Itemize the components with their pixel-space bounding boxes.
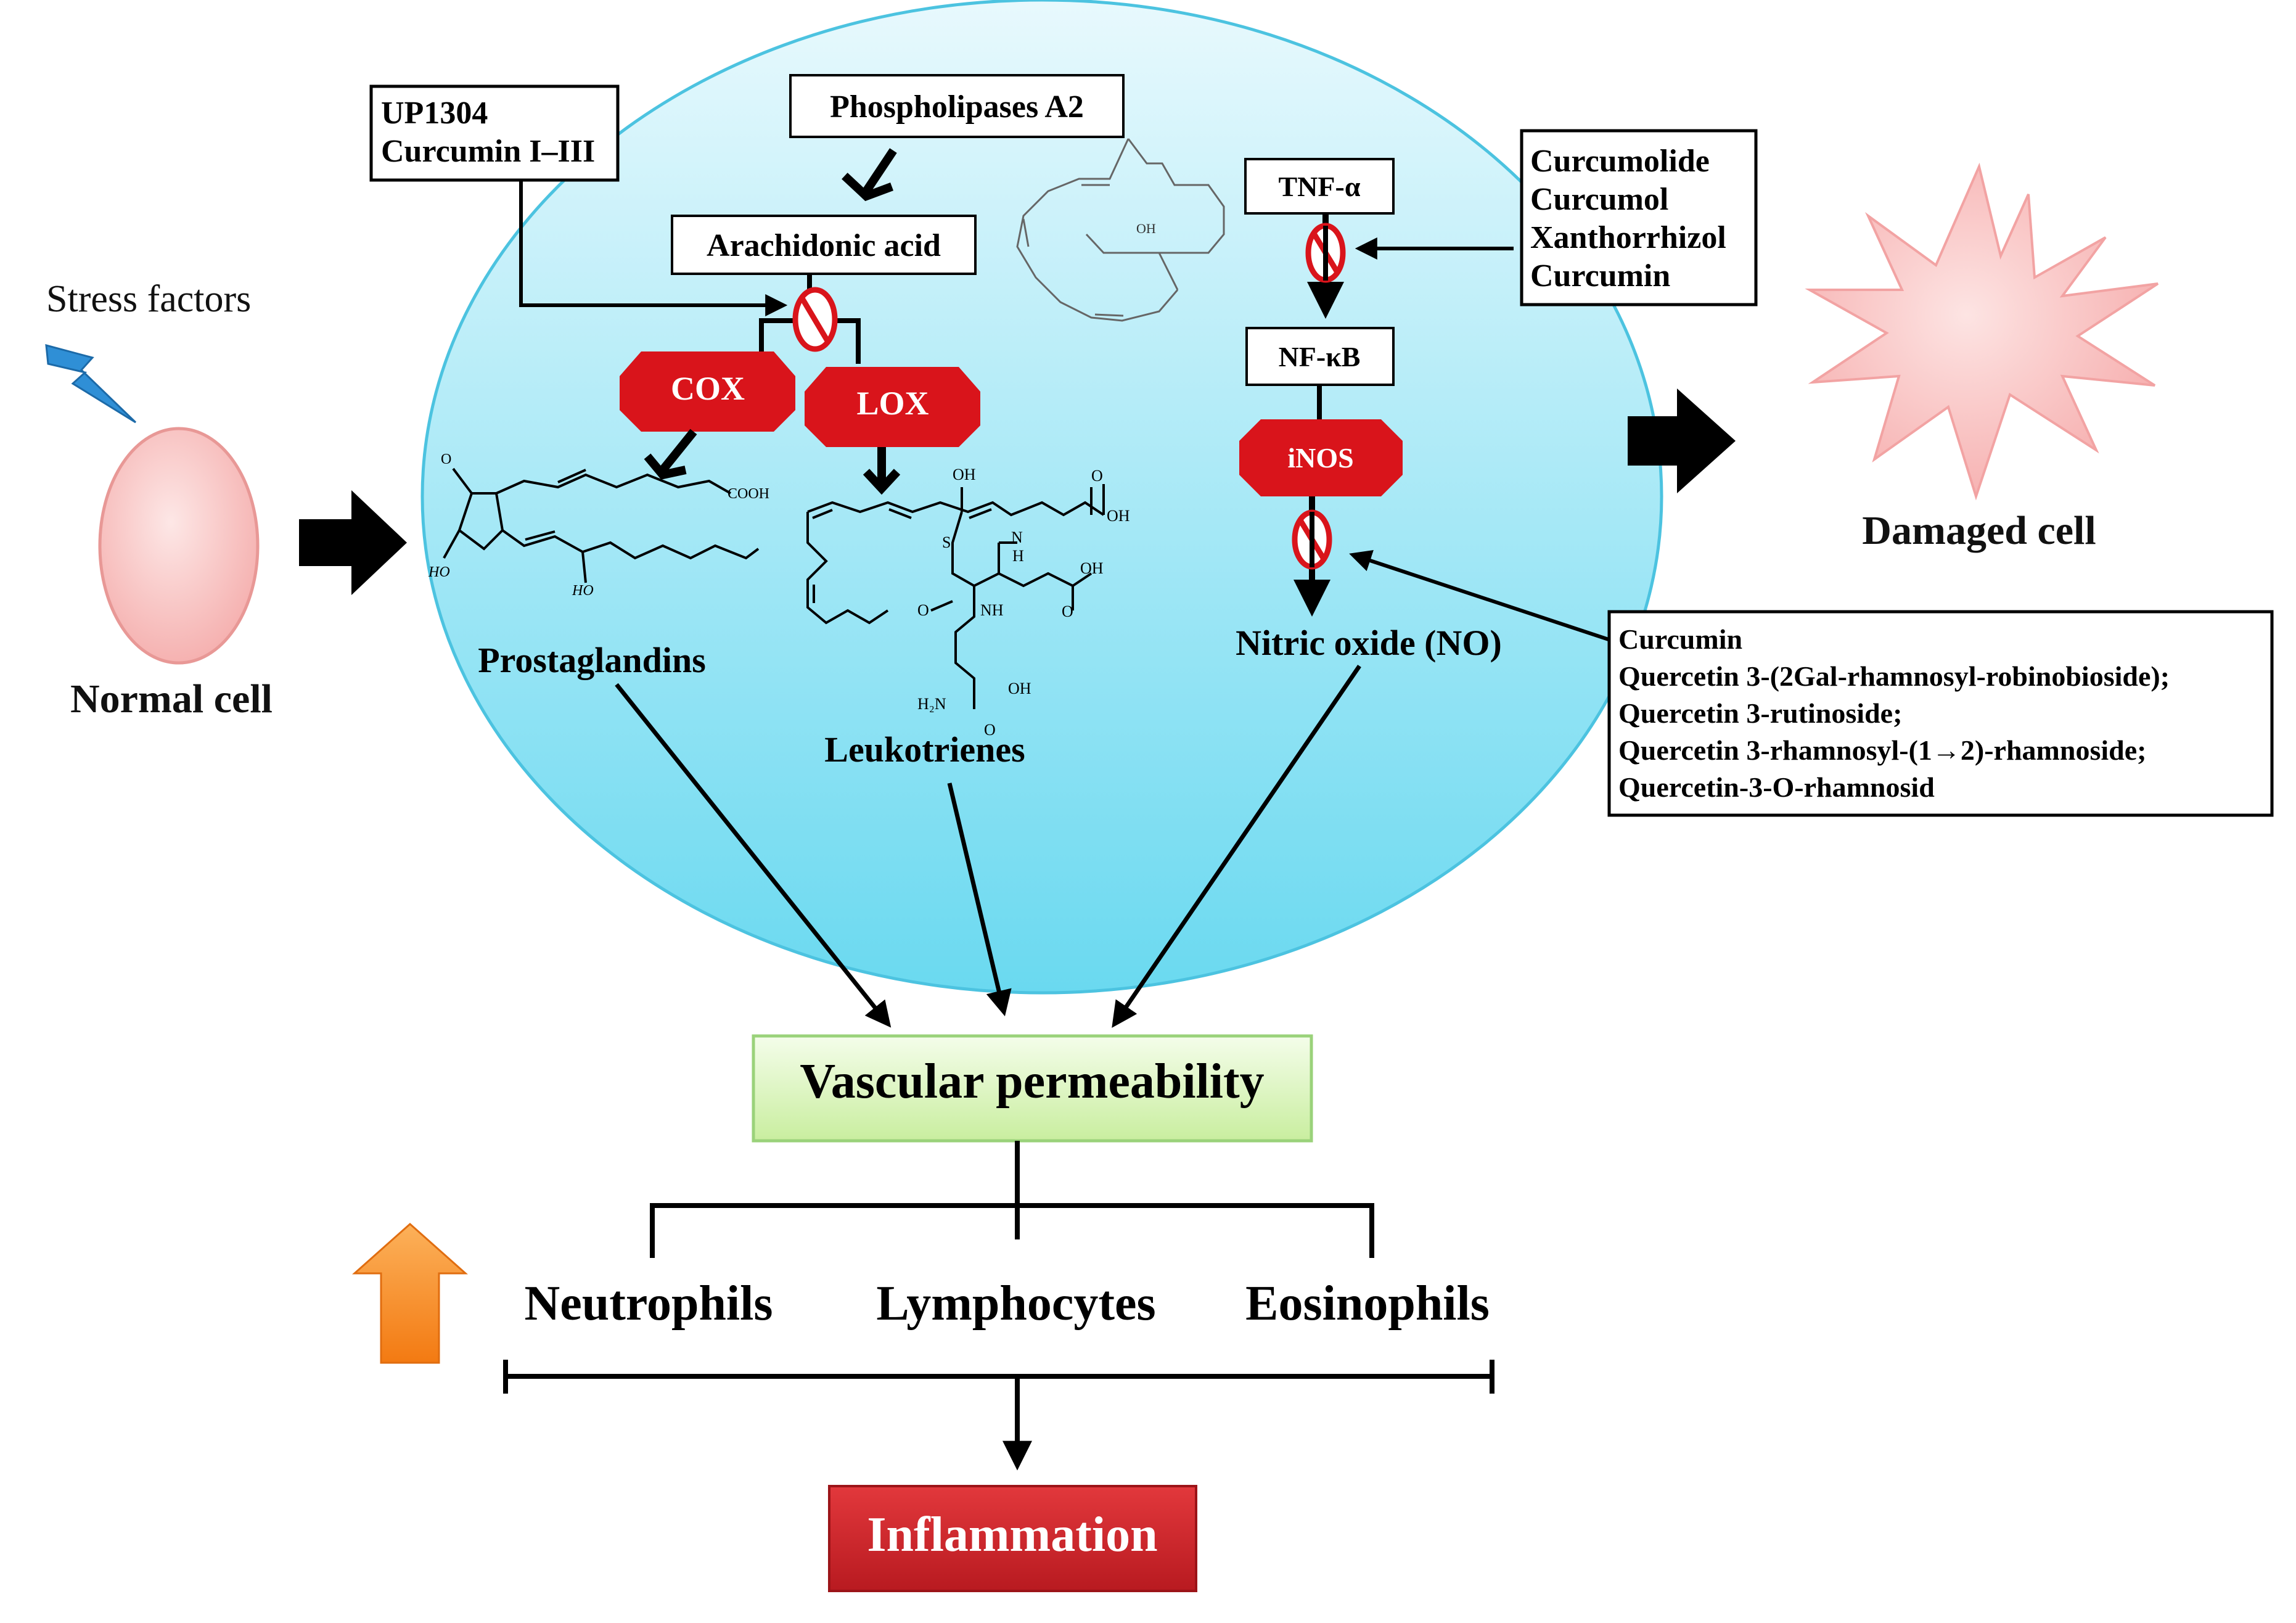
normal-cell-label: Normal cell: [70, 676, 273, 721]
lt-h2n: H₂N: [917, 695, 946, 713]
stress-factors-label: Stress factors: [46, 278, 251, 320]
leukotriene-structure: [806, 484, 1105, 709]
inhibit-icon-tnf: [1305, 223, 1346, 283]
inhibitor-curcumolide: Curcumolide: [1530, 144, 1710, 179]
bracket-connectors: [503, 1141, 1494, 1394]
arrow-leukotrienes-vascular: [947, 783, 1012, 1017]
lt-oh-1: OH: [953, 466, 976, 483]
tnf-label: TNF-α: [1279, 171, 1361, 202]
increase-arrow-icon: [352, 1222, 468, 1364]
nfkb-box: [1245, 327, 1395, 386]
inhibit-icon-cox-lox: [792, 287, 838, 352]
arachidonic-oh: OH: [1136, 221, 1156, 236]
inflammation-box: [828, 1485, 1197, 1592]
inflammation-label: Inflammation: [867, 1508, 1157, 1562]
inhibitor-box-curcumolide: [1520, 129, 1758, 306]
inos-enzyme: [1239, 419, 1403, 496]
normal-cell: [98, 427, 260, 665]
inhibit-icon-inos: [1292, 509, 1332, 570]
chevron-arrow-pla2: [842, 148, 897, 202]
prostaglandins-label: Prostaglandins: [478, 640, 706, 680]
inos-label: iNOS: [1287, 442, 1353, 474]
lt-n: N: [1011, 528, 1023, 546]
lt-oh-2: OH: [1107, 507, 1130, 525]
inhibitor-curcumol: Curcumol: [1530, 182, 1668, 217]
lymphocytes-label: Lymphocytes: [876, 1276, 1155, 1331]
lt-oh-3: OH: [1080, 559, 1104, 577]
inhibitor-curcumin-a: Curcumin: [1530, 258, 1670, 294]
lt-oh-4: OH: [1008, 680, 1031, 697]
vascular-permeability-box: [752, 1034, 1313, 1143]
inhibition-line-1: [519, 180, 788, 316]
pg-ho-1: HO: [428, 564, 450, 580]
arachidonic-label: Arachidonic acid: [707, 228, 941, 263]
chevron-arrow-lox: [863, 447, 901, 495]
lt-o-2: O: [1062, 602, 1073, 620]
lox-enzyme: [805, 367, 980, 447]
lt-o-1: O: [1091, 467, 1103, 485]
lightning-icon: [45, 343, 137, 424]
progression-arrow-2: [1628, 388, 1736, 493]
chevron-arrow-cox: [644, 429, 697, 480]
tnf-box: [1244, 158, 1395, 215]
inhibitor-quercetin-3: Quercetin 3-rhamnosyl-(1→2)-rhamnoside;: [1618, 734, 2146, 766]
lt-o-4: O: [984, 721, 996, 739]
inhibitor-box-quercetin: [1607, 610, 2274, 817]
cox-enzyme: [620, 351, 795, 432]
lox-label: LOX: [856, 385, 929, 422]
eosinophils-label: Eosinophils: [1245, 1276, 1490, 1331]
lt-s: S: [942, 533, 951, 551]
inhibitor-up1304: UP1304: [381, 96, 488, 131]
progression-arrow-1: [299, 490, 407, 595]
phospholipase-label: Phospholipases A2: [830, 89, 1084, 125]
vascular-permeability-label: Vascular permeability: [800, 1054, 1264, 1109]
inhibitor-curcumin-b: Curcumin: [1618, 623, 1742, 655]
arachidonic-box: [671, 215, 977, 275]
inhibitor-box-up1304: [369, 84, 620, 182]
lt-h: H: [1012, 547, 1024, 565]
pg-ho-2: HO: [572, 583, 594, 599]
arrow-prostaglandins-vascular: [615, 683, 892, 1028]
damaged-cell-label: Damaged cell: [1862, 508, 2096, 553]
nfkb-label: NF-κB: [1279, 341, 1361, 372]
inhibitor-quercetin-2: Quercetin 3-rutinoside;: [1618, 697, 1902, 729]
lt-nh: NH: [980, 601, 1004, 619]
pg-cooh: COOH: [728, 486, 769, 502]
inhibitor-curcumin-i-iii: Curcumin I–III: [381, 134, 595, 169]
cox-label: COX: [671, 370, 745, 407]
phospholipase-box: [789, 74, 1125, 138]
prostaglandin-structure: [443, 467, 760, 583]
inhibitor-xanthorrhizol: Xanthorrhizol: [1530, 220, 1726, 255]
inhibitor-quercetin-1: Quercetin 3-(2Gal-rhamnosyl-robinobiosid…: [1618, 660, 2170, 692]
nitric-oxide-label: Nitric oxide (NO): [1236, 623, 1502, 663]
inhibitor-quercetin-4: Quercetin-3-O-rhamnosid: [1618, 771, 1935, 803]
arrow-no-vascular: [1112, 665, 1361, 1028]
damaged-cell: [1805, 162, 2159, 501]
neutrophils-label: Neutrophils: [524, 1276, 773, 1331]
leukotrienes-label: Leukotrienes: [824, 729, 1025, 770]
pg-o: O: [441, 451, 451, 467]
arachidonic-structure: [1016, 138, 1225, 322]
inhibition-line-3: [1349, 549, 1615, 643]
lt-o-3: O: [917, 601, 929, 619]
